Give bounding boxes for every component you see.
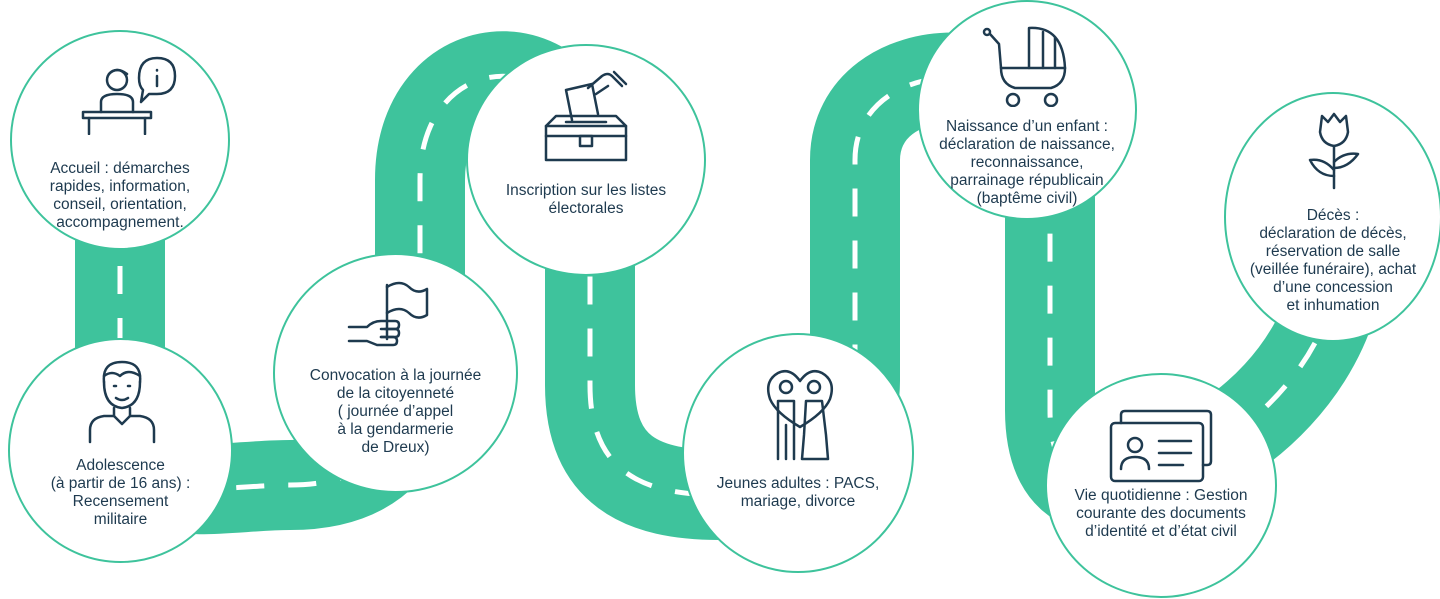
step-label: Adolescence (à partir de 16 ans) : Recen… xyxy=(50,457,191,528)
id-card-icon xyxy=(1109,409,1213,483)
couple-heart-icon xyxy=(767,370,833,461)
step-label: Jeunes adultes : PACS, mariage, divorce xyxy=(716,475,880,510)
ballot-box-icon xyxy=(544,70,628,162)
step-accueil: Accueil : démarches rapides, information… xyxy=(10,30,230,250)
hand-flag-icon xyxy=(347,281,429,347)
step-deces: Décès : déclaration de décès, réservatio… xyxy=(1224,92,1440,342)
step-label: Décès : déclaration de décès, réservatio… xyxy=(1249,207,1417,314)
step-adolescence: Adolescence (à partir de 16 ans) : Recen… xyxy=(8,338,233,563)
step-jeunes-adultes: Jeunes adultes : PACS, mariage, divorce xyxy=(682,333,914,573)
baby-stroller-icon xyxy=(982,26,1067,107)
teenager-icon xyxy=(88,360,156,444)
step-label: Naissance d’un enfant : déclaration de n… xyxy=(939,118,1115,207)
step-naissance: Naissance d’un enfant : déclaration de n… xyxy=(917,0,1137,220)
reception-desk-info-icon xyxy=(81,56,177,135)
step-label: Accueil : démarches rapides, information… xyxy=(49,160,191,231)
step-vie-quotidienne: Vie quotidienne : Gestion courante des d… xyxy=(1045,373,1277,598)
step-label: Vie quotidienne : Gestion courante des d… xyxy=(1074,487,1248,540)
step-label: Convocation à la journée de la citoyenne… xyxy=(309,367,482,456)
step-convocation: Convocation à la journée de la citoyenne… xyxy=(273,253,518,493)
flower-icon xyxy=(1308,112,1360,190)
step-label: Inscription sur les listes électorales xyxy=(505,182,667,217)
step-inscription: Inscription sur les listes électorales xyxy=(466,44,706,276)
